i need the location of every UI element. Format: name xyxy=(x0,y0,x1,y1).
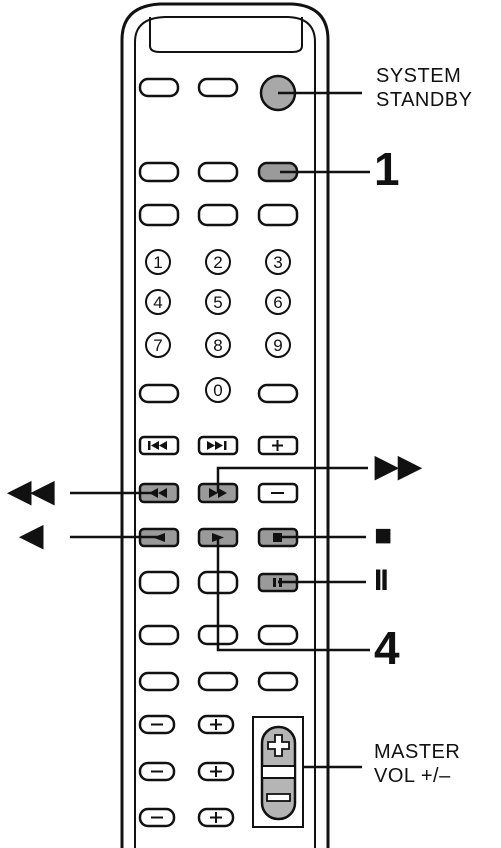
lower-button-c3[interactable] xyxy=(257,671,299,692)
key-5[interactable] xyxy=(205,289,231,315)
key-9-label: 9 xyxy=(273,336,282,355)
play-reverse-icon xyxy=(153,533,165,542)
pause-label: II xyxy=(374,564,389,597)
function-button-a2[interactable] xyxy=(197,161,239,183)
key-4-label: 4 xyxy=(153,293,162,312)
master-vol-line-2: VOL +/– xyxy=(374,765,451,787)
fast-forward-label: ▶▶ xyxy=(375,450,422,483)
key-1-label: 1 xyxy=(153,253,162,272)
function-button-b1[interactable] xyxy=(138,203,180,227)
step-4-label: 4 xyxy=(374,622,400,674)
master-vol-label: MASTER VOL +/– xyxy=(374,740,460,788)
lower-button-b1[interactable] xyxy=(138,624,180,646)
pause-icon xyxy=(273,578,276,587)
master-volume-rocker[interactable] xyxy=(252,716,304,828)
minus-icon xyxy=(151,723,163,726)
top-button-row xyxy=(138,77,239,98)
numeric-keypad xyxy=(145,249,291,403)
function-button-b3[interactable] xyxy=(257,203,299,227)
lower-button-a1[interactable] xyxy=(138,570,180,595)
key-8[interactable] xyxy=(205,332,231,358)
lower-button-c1[interactable] xyxy=(138,671,180,692)
step-4-leader xyxy=(216,537,370,652)
callout-lines xyxy=(70,91,370,769)
function-button-b2[interactable] xyxy=(197,203,239,227)
fast-forward-leader xyxy=(216,466,368,493)
keypad-side-button-right[interactable] xyxy=(257,383,299,404)
prev-track-icon xyxy=(148,441,151,450)
key-4[interactable] xyxy=(145,289,171,315)
key-8-label: 8 xyxy=(213,336,222,355)
key-7-label: 7 xyxy=(153,336,162,355)
lower-button-c2[interactable] xyxy=(197,671,239,692)
key-0[interactable] xyxy=(205,377,231,403)
function-button-a1[interactable] xyxy=(138,161,180,183)
system-standby-label: SYSTEM STANDBY xyxy=(376,64,472,112)
lower-button-b3[interactable] xyxy=(257,624,299,646)
key-6[interactable] xyxy=(265,289,291,315)
volume-plus-icon xyxy=(267,734,290,757)
key-7[interactable] xyxy=(145,332,171,358)
step-1-label: 1 xyxy=(374,143,400,195)
remote-body xyxy=(120,2,330,848)
play-reverse-label: ◀ xyxy=(20,519,44,552)
stop-icon xyxy=(273,533,282,542)
stop-label: ■ xyxy=(374,519,393,552)
system-standby-line-1: SYSTEM xyxy=(376,65,462,87)
top-button-1[interactable] xyxy=(138,77,180,98)
key-3[interactable] xyxy=(265,249,291,275)
minus-icon xyxy=(151,816,163,819)
minus-icon xyxy=(151,770,163,773)
key-6-label: 6 xyxy=(273,293,282,312)
key-2-label: 2 xyxy=(213,253,222,272)
key-3-label: 3 xyxy=(273,253,282,272)
key-2[interactable] xyxy=(205,249,231,275)
minus-icon xyxy=(271,492,284,494)
master-vol-line-1: MASTER xyxy=(374,741,461,763)
key-5-label: 5 xyxy=(213,293,222,312)
system-standby-line-2: STANDBY xyxy=(376,89,473,111)
key-9[interactable] xyxy=(265,332,291,358)
next-track-icon xyxy=(207,441,223,450)
rewind-label: ◀◀ xyxy=(8,475,55,508)
top-button-2[interactable] xyxy=(197,77,239,98)
keypad-side-button-left[interactable] xyxy=(138,383,180,404)
key-0-label: 0 xyxy=(213,381,222,400)
key-1[interactable] xyxy=(145,249,171,275)
volume-minus-icon xyxy=(266,793,291,802)
